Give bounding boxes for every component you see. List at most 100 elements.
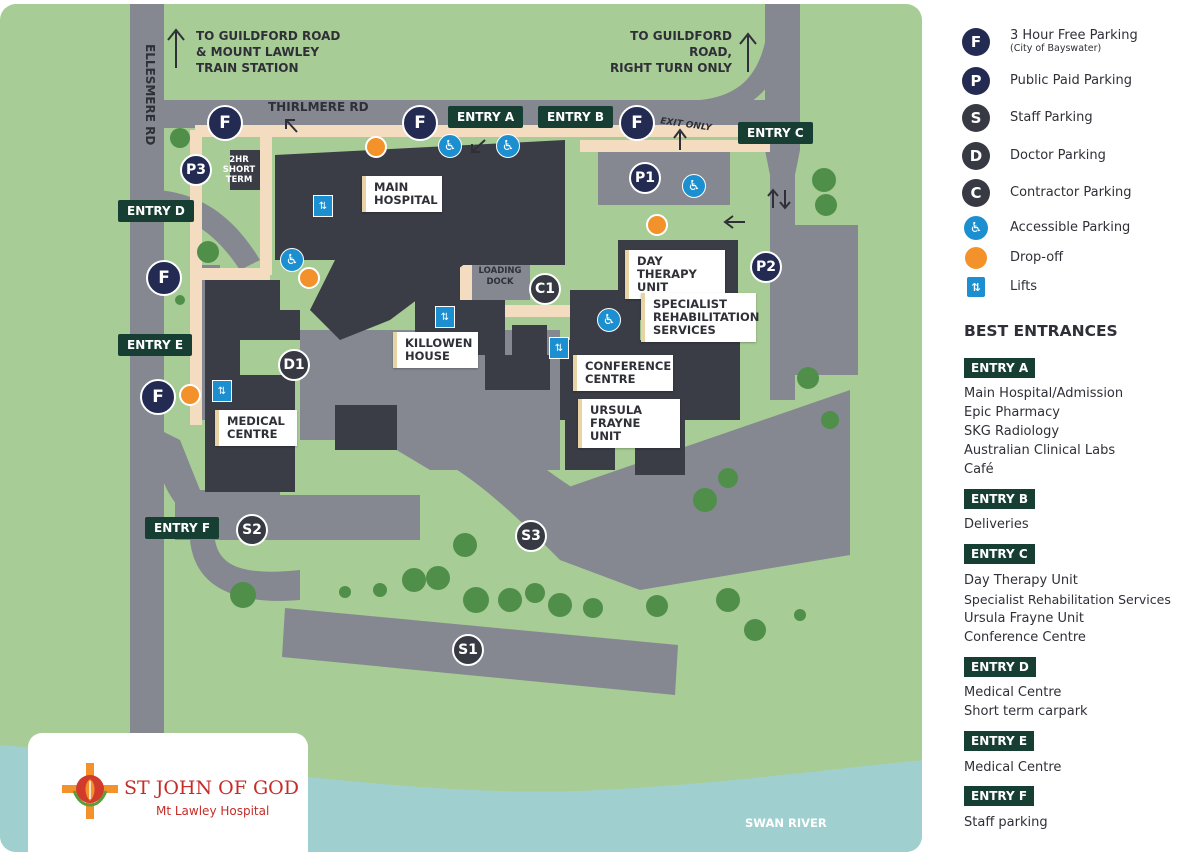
killowen-side-2 [512,325,547,355]
legend-entry-c-badge: ENTRY C [964,544,1035,564]
accessible-parking-icon[interactable]: ♿ [280,248,304,272]
tree [693,488,717,512]
legend-item-contractor: C Contractor Parking [962,179,1132,207]
s1-marker[interactable]: S1 [452,634,484,666]
arrow-updown [767,188,791,210]
path-dthu [190,268,270,280]
dropoff-icon [965,247,987,269]
doctor-parking-icon: D [962,142,990,170]
ursula-frayne-label[interactable]: URSULA FRAYNE UNIT [578,399,680,448]
tree [170,128,190,148]
campus-map: TO GUILDFORD ROAD & MOUNT LAWLEY TRAIN S… [0,4,922,855]
legend-entry-a-line: Café [964,462,994,477]
hospital-logo-icon [62,763,118,819]
p3-shed [230,150,260,190]
direction-right: TO GUILDFORD ROAD, RIGHT TURN ONLY [609,29,732,75]
legend-item-doctor: D Doctor Parking [962,142,1106,170]
accessible-parking-icon[interactable]: ♿ [438,134,462,158]
tree [718,468,738,488]
thirlmere-road-label: THIRLMERE RD [268,100,369,114]
specialist-rehab-label[interactable]: SPECIALIST REHABILITATION SERVICES [641,293,759,342]
free-parking-marker[interactable]: F [619,105,655,141]
tree [402,568,426,592]
entry-f-badge[interactable]: ENTRY F [145,517,220,539]
legend-entry-a-badge: ENTRY A [964,358,1036,378]
legend-label: Public Paid Parking [1010,73,1133,88]
entry-b-badge[interactable]: ENTRY B [538,106,614,128]
s2-marker[interactable]: S2 [236,514,268,546]
legend-entry-e-line: Medical Centre [964,760,1062,775]
legend-label: 3 Hour Free Parking (City of Bayswater) [1010,28,1138,54]
accessible-parking-icon[interactable]: ♿ [597,308,621,332]
arrow-exit [673,128,687,150]
p2-marker[interactable]: P2 [750,251,782,283]
s3-marker[interactable]: S3 [515,520,547,552]
killowen-house-label[interactable]: KILLOWEN HOUSE [393,332,478,368]
swan-river-label: SWAN RIVER [745,816,827,830]
free-parking-icon: F [962,28,990,56]
tree [548,593,572,617]
tree [175,295,185,305]
free-parking-marker[interactable]: F [146,260,182,296]
logo-name: ST JOHN OF GOD [124,777,299,799]
p1-marker[interactable]: P1 [629,162,661,194]
free-parking-marker[interactable]: F [207,105,243,141]
day-therapy-unit-label[interactable]: DAY THERAPY UNIT [625,250,725,299]
legend-entry-f-line: Staff parking [964,815,1048,830]
trees [170,128,839,641]
lift-icon: ⇅ [313,195,333,217]
legend-item-lifts: ⇅ Lifts [962,277,1037,297]
legend-label: Accessible Parking [1010,220,1131,235]
lift-icon: ⇅ [967,277,985,297]
tree [373,583,387,597]
lift-icon: ⇅ [549,337,569,359]
c1-marker[interactable]: C1 [529,273,561,305]
legend-entry-c-line: Day Therapy Unit [964,573,1078,588]
legend-entry-e-badge: ENTRY E [964,731,1035,751]
paid-parking-icon: P [962,67,990,95]
staff-parking-icon: S [962,104,990,132]
legend-entry-d-badge: ENTRY D [964,657,1036,677]
legend-label: Staff Parking [1010,110,1093,125]
tree [339,586,351,598]
dropoff-icon[interactable] [365,136,387,158]
logo-sub: Mt Lawley Hospital [156,804,270,818]
medical-centre-label[interactable]: MEDICAL CENTRE [215,410,297,446]
main-wing-diagonal [310,195,470,340]
entry-c-badge[interactable]: ENTRY C [738,122,813,144]
tree [463,587,489,613]
killowen-side [485,355,550,390]
dropoff-icon[interactable] [298,267,320,289]
d1-marker[interactable]: D1 [278,349,310,381]
legend-entry-a-line: Epic Pharmacy [964,405,1060,420]
hospital-logo-panel: ST JOHN OF GOD Mt Lawley Hospital [28,733,308,855]
main-hospital-label[interactable]: MAIN HOSPITAL [362,176,442,212]
accessible-icon: ♿ [964,216,988,240]
conference-centre-label[interactable]: CONFERENCE CENTRE [573,355,673,391]
entry-e-badge[interactable]: ENTRY E [118,334,193,356]
legend-entry-d-line: Short term carpark [964,704,1088,719]
best-entrances-title: BEST ENTRANCES [964,322,1118,340]
entry-a-badge[interactable]: ENTRY A [448,106,524,128]
dropoff-icon[interactable] [179,384,201,406]
accessible-parking-icon[interactable]: ♿ [682,174,706,198]
free-parking-marker[interactable]: F [402,105,438,141]
legend-entry-a-line: SKG Radiology [964,424,1060,439]
p1-carpark [598,150,730,205]
tree [453,533,477,557]
free-parking-marker[interactable]: F [140,379,176,415]
accessible-parking-icon[interactable]: ♿ [496,134,520,158]
short-term-label: 2HR SHORT TERM [222,155,256,185]
dropoff-icon[interactable] [646,214,668,236]
p3-marker[interactable]: P3 [180,154,212,186]
entry-d-badge[interactable]: ENTRY D [118,200,194,222]
tree [744,619,766,641]
contractor-parking-icon: C [962,179,990,207]
medical-centre-east [335,405,397,450]
tree [815,194,837,216]
arrow-thirlmere [285,119,298,133]
legend-item-public-paid: P Public Paid Parking [962,67,1132,95]
legend-label: Contractor Parking [1010,185,1132,200]
right-access-road [765,4,800,400]
tree [583,598,603,618]
